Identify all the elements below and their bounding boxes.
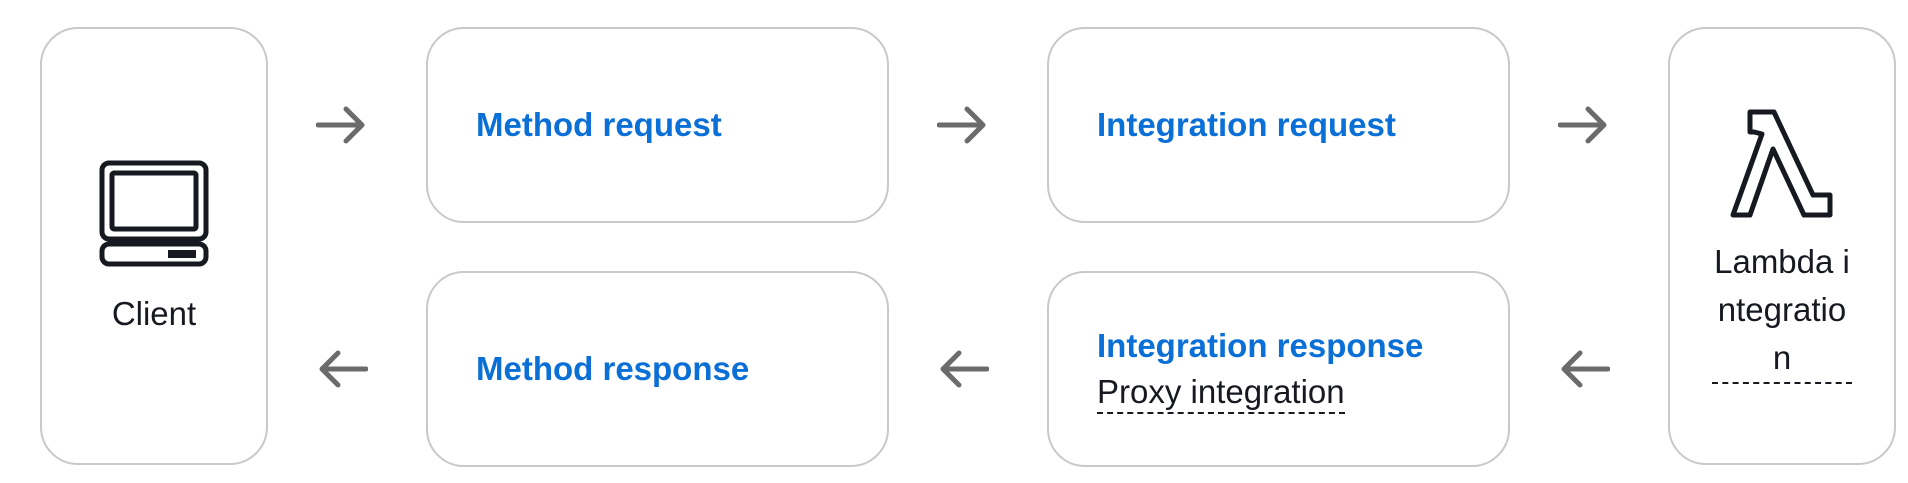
lambda-card: Lambda integration bbox=[1668, 27, 1896, 465]
arrow-right-icon bbox=[937, 105, 989, 145]
lambda-icon bbox=[1730, 109, 1834, 224]
client-card: Client bbox=[40, 27, 268, 465]
integration-response-link[interactable]: Integration response bbox=[1097, 327, 1424, 364]
method-response-link[interactable]: Method response bbox=[476, 350, 750, 387]
lambda-integration-label[interactable]: Lambda integration bbox=[1712, 238, 1852, 384]
arrow-left-icon bbox=[937, 349, 989, 389]
method-response-card[interactable]: Method response bbox=[426, 271, 889, 467]
method-request-link[interactable]: Method request bbox=[476, 106, 722, 143]
arrow-left-icon bbox=[316, 349, 368, 389]
integration-request-link[interactable]: Integration request bbox=[1097, 106, 1396, 143]
integration-request-card[interactable]: Integration request bbox=[1047, 27, 1510, 223]
arrow-right-icon bbox=[1558, 105, 1610, 145]
integration-response-card[interactable]: Integration response Proxy integration bbox=[1047, 271, 1510, 467]
arrow-right-icon bbox=[316, 105, 368, 145]
laptop-icon bbox=[98, 160, 210, 273]
client-label: Client bbox=[111, 294, 197, 332]
arrow-left-icon bbox=[1558, 349, 1610, 389]
proxy-integration-label[interactable]: Proxy integration bbox=[1097, 373, 1345, 414]
method-request-card[interactable]: Method request bbox=[426, 27, 889, 223]
